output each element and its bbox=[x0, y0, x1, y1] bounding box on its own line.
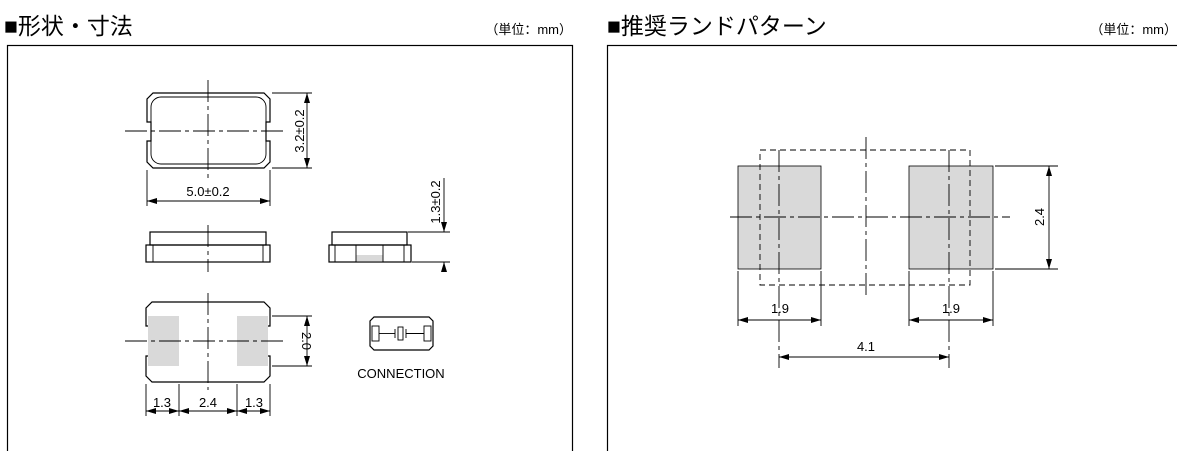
land-left-width-dimension: 1.9 bbox=[771, 301, 789, 316]
land-right-width-dimension: 1.9 bbox=[942, 301, 960, 316]
land-height-dimension: 2.4 bbox=[1032, 208, 1047, 226]
left-unit-label: （単位：mm） bbox=[485, 22, 572, 37]
right-frame bbox=[606, 44, 1177, 451]
land-left bbox=[737, 165, 822, 270]
land-pattern-title: ■推奨ランドパターン bbox=[607, 13, 827, 39]
land-pattern: 2.4 1.9 1.9 4.1 bbox=[730, 137, 1058, 368]
crystal-icon bbox=[397, 326, 404, 341]
right-unit-label: （単位：mm） bbox=[1090, 22, 1177, 37]
side-view-end: 1.3±0.2 bbox=[328, 178, 450, 272]
dimensions-title: ■形状・寸法 bbox=[4, 13, 133, 39]
length-dimension: 5.0±0.2 bbox=[186, 184, 229, 199]
width-dimension: 3.2±0.2 bbox=[292, 109, 307, 152]
connection-label: CONNECTION bbox=[357, 366, 444, 381]
top-view: 3.2±0.2 5.0±0.2 bbox=[125, 80, 312, 206]
pitch-dimension: 4.1 bbox=[857, 339, 875, 354]
land-right bbox=[908, 165, 994, 270]
left-frame bbox=[6, 44, 574, 451]
connection-diagram: CONNECTION bbox=[357, 316, 445, 381]
side-view-front bbox=[145, 225, 271, 272]
height-dimension: 1.3±0.2 bbox=[428, 180, 443, 223]
pad-gap-dimension: 2.4 bbox=[199, 395, 217, 410]
pad-height-dimension: 2.0 bbox=[299, 332, 314, 350]
bottom-view: 2.0 1.3 2.4 1.3 bbox=[125, 293, 314, 416]
component-outline bbox=[759, 149, 971, 286]
pad-right-dimension: 1.3 bbox=[245, 395, 263, 410]
pad-left-dimension: 1.3 bbox=[153, 395, 171, 410]
